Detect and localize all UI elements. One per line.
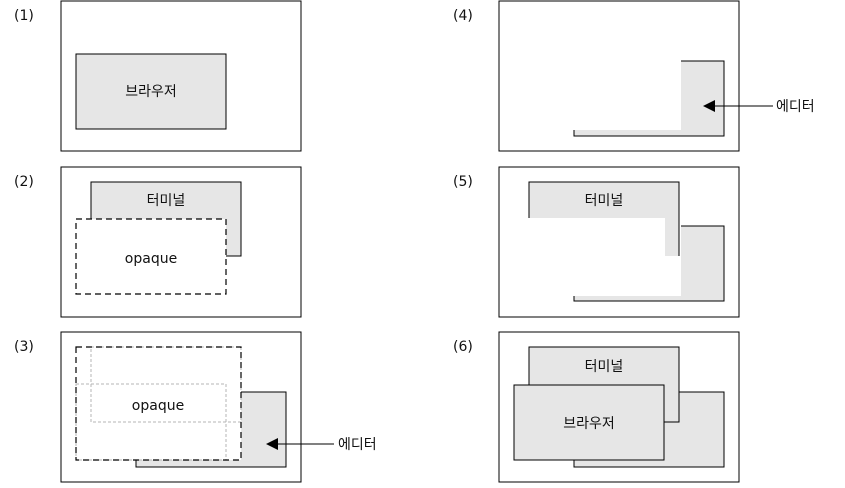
editor-window-outline xyxy=(573,225,725,302)
panel-1-label: (1) xyxy=(14,8,34,24)
panel-2: (2) 터미널 opaque xyxy=(14,166,302,318)
terminal-window-label: 터미널 xyxy=(585,193,624,209)
editor-arrow-head xyxy=(266,438,278,450)
opaque-window xyxy=(75,346,242,461)
panel-2-label: (2) xyxy=(14,174,34,190)
terminal-window-label: 터미널 xyxy=(147,193,186,209)
editor-window-outline xyxy=(573,60,725,137)
panel-4-label: (4) xyxy=(453,8,473,24)
opaque-window-fill xyxy=(76,347,241,460)
opaque-window-label: opaque xyxy=(125,251,177,267)
browser-window-label: 브라우저 xyxy=(125,84,177,100)
terminal-window-outline xyxy=(528,181,680,256)
editor-callout-label: 에디터 xyxy=(776,99,815,115)
panel-6-label: (6) xyxy=(453,339,473,355)
panel-5-label: (5) xyxy=(453,174,473,190)
editor-window-visible-part xyxy=(574,226,724,301)
editor-window-visible-part xyxy=(574,61,724,136)
panel-3: (3) opaque 에디터 xyxy=(14,331,377,483)
panel-4: (4) 에디터 xyxy=(453,0,815,152)
terminal-window-label: 터미널 xyxy=(585,359,624,375)
panel-5: (5) 터미널 xyxy=(453,166,740,318)
opaque-window-label: opaque xyxy=(132,398,184,414)
panel-1: (1) 브라우저 xyxy=(14,0,302,152)
panel-3-label: (3) xyxy=(14,339,34,355)
browser-window-label: 브라우저 xyxy=(563,416,615,432)
editor-arrow-head xyxy=(703,100,715,112)
terminal-window-visible-part xyxy=(529,182,679,256)
panel-6: (6) 터미널 브라우저 xyxy=(453,331,740,483)
browser-window xyxy=(513,384,665,461)
opaque-window xyxy=(75,218,227,295)
browser-window xyxy=(75,53,227,130)
editor-callout-label: 에디터 xyxy=(338,437,377,453)
browser-window-ghost xyxy=(75,383,227,461)
